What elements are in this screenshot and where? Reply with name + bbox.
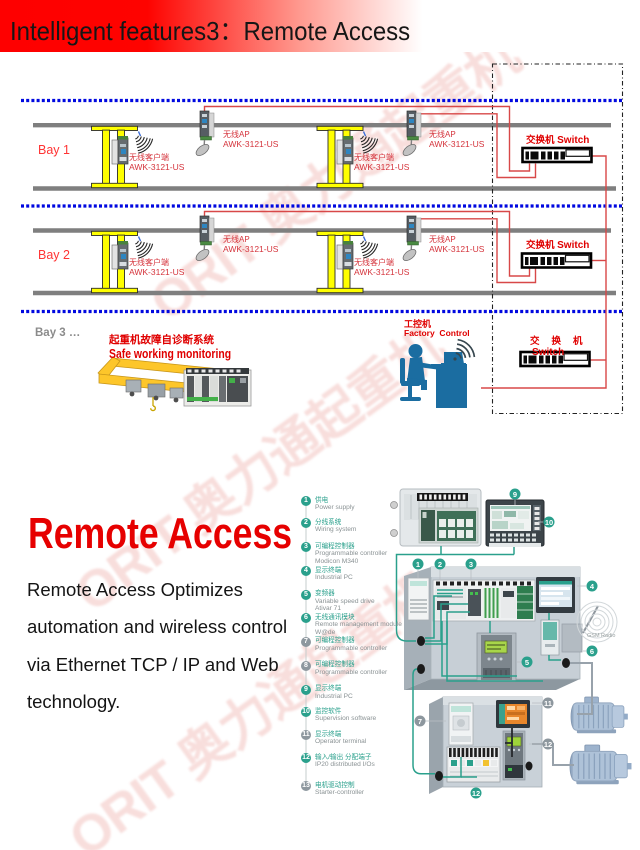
svg-text:3: 3 (469, 560, 473, 569)
svg-text:10: 10 (545, 518, 553, 527)
svg-text:2: 2 (438, 560, 442, 569)
svg-text:6: 6 (590, 647, 594, 656)
svg-text:4: 4 (590, 582, 595, 591)
svg-text:1: 1 (416, 560, 420, 569)
svg-text:12: 12 (544, 740, 552, 749)
svg-text:11: 11 (544, 699, 552, 708)
svg-text:12: 12 (472, 789, 480, 798)
svg-text:9: 9 (513, 490, 517, 499)
svg-text:7: 7 (418, 717, 422, 726)
svg-text:5: 5 (525, 658, 529, 667)
